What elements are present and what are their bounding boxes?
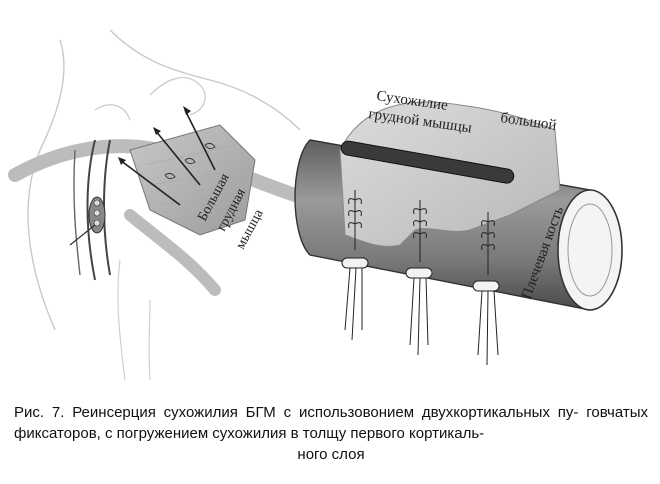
caption-line2: говчатых фиксаторов, с погружением сухож… — [14, 404, 648, 442]
suture-1 — [341, 190, 369, 341]
caption-line3: ного слоя — [297, 446, 365, 463]
suture-2 — [405, 200, 433, 356]
caption-line1: Рис. 7. Реинсерция сухожилия БГМ с испол… — [14, 404, 579, 421]
surgical-illustration: Большая грудная мышца — [8, 29, 623, 381]
suture-3 — [472, 212, 500, 366]
shoulder-anatomy: Большая грудная мышца — [8, 29, 302, 381]
tendon-label-bolshoy: большой — [499, 110, 557, 134]
bone-cylinder: Сухожилие грудной мышцы большой Плечевая… — [294, 88, 623, 366]
figure-caption: Рис. 7. Реинсерция сухожилия БГМ с испол… — [14, 402, 648, 465]
